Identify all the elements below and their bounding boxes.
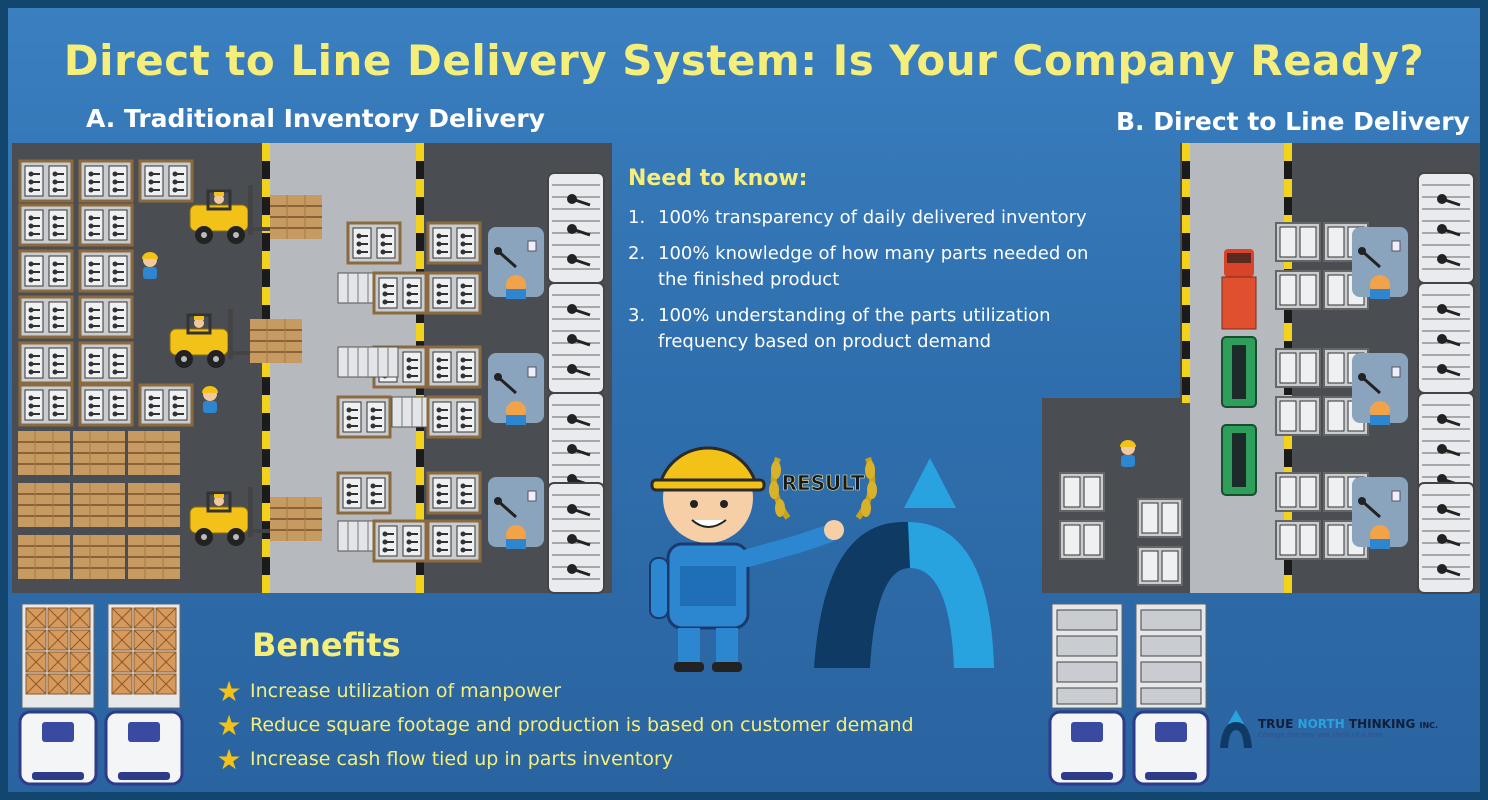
item-text: 100% transparency of daily delivered inv… [658, 207, 1087, 228]
star-icon: ★ [216, 708, 242, 742]
section-a-label: A. Traditional Inventory Delivery [86, 104, 545, 133]
benefit-text: Increase cash flow tied up in parts inve… [250, 748, 674, 770]
company-logo: TRUE NORTH THINKING INC. Change the way … [1218, 708, 1438, 748]
list-item: ★ Increase utilization of manpower [208, 674, 914, 708]
need-to-know-heading: Need to know: [628, 166, 808, 191]
list-item: 1. 100% transparency of daily delivered i… [628, 205, 1148, 231]
infographic: Direct to Line Delivery System: Is Your … [8, 8, 1480, 792]
item-text: 100% knowledge of how many parts needed … [658, 243, 1089, 290]
need-to-know-list: 1. 100% transparency of daily delivered i… [628, 205, 1148, 355]
benefit-text: Reduce square footage and production is … [250, 714, 914, 736]
delivery-trucks-a [18, 600, 218, 790]
worker-icon [649, 446, 844, 672]
result-graphic: RESULT [649, 446, 994, 672]
lane-stripe [1182, 143, 1190, 403]
list-item: 3. 100% understanding of the parts utiliz… [628, 303, 1148, 355]
logo-tagline: Change the way you think of a lean [1258, 731, 1383, 739]
section-b-label: B. Direct to Line Delivery [1116, 107, 1470, 136]
result-label: RESULT [782, 471, 865, 495]
item-number: 1. [628, 207, 646, 228]
list-item: 2. 100% knowledge of how many parts neede… [628, 241, 1148, 293]
item-text: 100% understanding of the parts utilizat… [658, 305, 1051, 352]
star-icon: ★ [216, 742, 242, 776]
delivery-trucks-b [1048, 602, 1210, 786]
true-north-logo-icon [1220, 710, 1252, 748]
logo-name: TRUE NORTH THINKING INC. [1258, 717, 1439, 731]
item-number: 3. [628, 305, 646, 326]
need-to-know: Need to know: 1. 100% transparency of dai… [628, 166, 1148, 365]
laurel-icon [769, 456, 877, 520]
lane-stripe [262, 143, 270, 593]
true-north-logo-icon [814, 458, 994, 668]
page-title: Direct to Line Delivery System: Is Your … [63, 36, 1425, 85]
warehouse-a-graphics [17, 159, 606, 595]
list-item: ★ Reduce square footage and production is… [208, 708, 914, 742]
list-item: ★ Increase cash flow tied up in parts inv… [208, 742, 914, 776]
benefit-text: Increase utilization of manpower [250, 680, 562, 702]
star-icon: ★ [216, 674, 242, 708]
item-number: 2. [628, 243, 646, 264]
benefits: Benefits ★ Increase utilization of manpow… [208, 626, 914, 776]
benefits-list: ★ Increase utilization of manpower ★ Reduc… [208, 674, 914, 776]
benefits-heading: Benefits [252, 626, 401, 664]
